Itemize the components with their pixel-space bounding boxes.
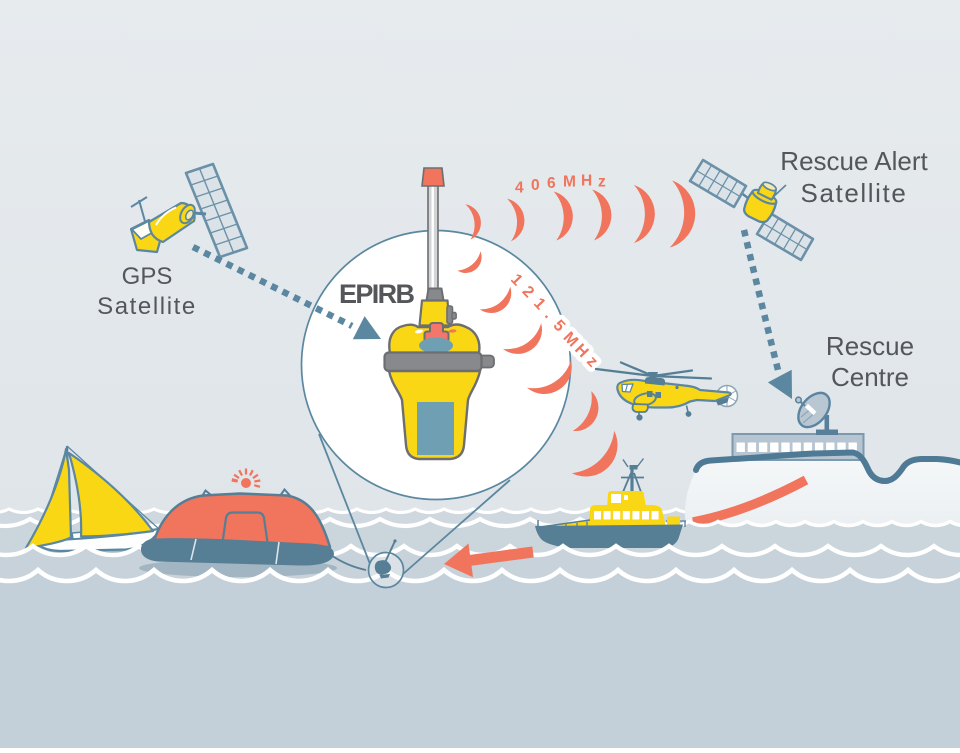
svg-text:H: H [581,173,592,190]
svg-text:Rescue Alert: Rescue Alert [780,146,928,176]
svg-text:6: 6 [547,175,556,192]
svg-text:Centre: Centre [831,362,909,392]
svg-text:0: 0 [531,177,540,194]
svg-text:Rescue: Rescue [826,331,914,361]
svg-text:M: M [563,174,576,191]
svg-text:Satellite: Satellite [801,178,908,208]
svg-text:EPIRB: EPIRB [339,279,415,309]
svg-text:4: 4 [515,180,524,197]
svg-text:GPS: GPS [122,263,173,290]
svg-text:Satellite: Satellite [97,293,197,320]
svg-text:z: z [598,174,606,191]
